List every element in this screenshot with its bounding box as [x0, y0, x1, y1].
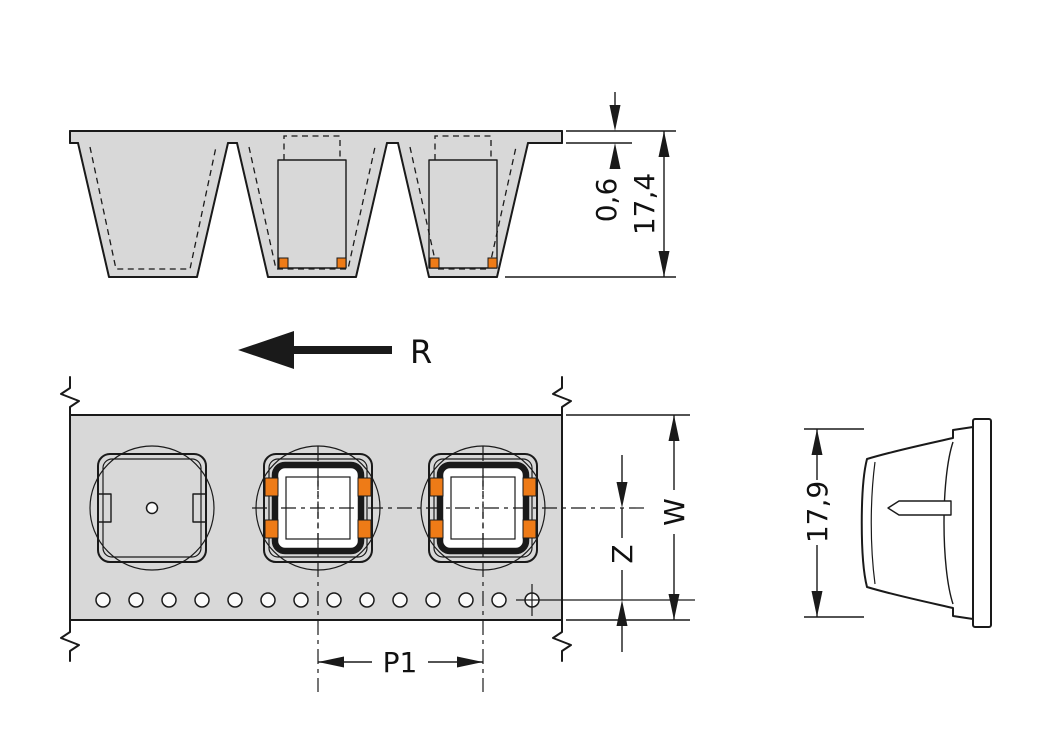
pocket-pitch-label: P1 — [383, 646, 418, 679]
sprocket-holes — [95, 584, 695, 616]
tape-strip — [70, 131, 562, 143]
sprocket-hole — [227, 592, 243, 608]
pocket-1-cavity — [78, 143, 228, 277]
pocket-3-outline — [397, 142, 529, 278]
pocket-3-cavity — [398, 143, 528, 277]
contact-clip — [522, 477, 537, 497]
section-contacts — [278, 257, 498, 269]
arrowhead-up-icon — [811, 429, 823, 455]
sprocket-hole — [95, 592, 111, 608]
component-side-view — [860, 418, 992, 628]
pocket-2-outline — [236, 142, 388, 278]
sprocket-hole — [491, 592, 507, 608]
center-lines — [252, 446, 648, 692]
connector-body — [860, 426, 974, 620]
reference-hole-crosshair — [516, 584, 695, 616]
arrowhead-down-icon — [811, 591, 823, 617]
sprocket-hole — [392, 592, 408, 608]
sprocket-hole — [425, 592, 441, 608]
section-components — [277, 159, 498, 269]
pocket-floor-inner — [102, 458, 202, 558]
lever-slot — [887, 500, 952, 516]
contact-clip — [429, 477, 444, 497]
bell-mouth-line — [943, 441, 954, 605]
contact-clip — [357, 477, 372, 497]
arrowhead-up-icon — [668, 415, 680, 441]
pocket-2-inner-wall — [248, 146, 376, 270]
arrowhead-left-icon — [318, 656, 344, 668]
contact-clips — [264, 477, 372, 539]
contact-mark — [487, 257, 498, 269]
component-height-label: 17,9 — [801, 481, 834, 543]
tape-width-label: W — [658, 498, 691, 526]
left-arrow-icon — [238, 331, 294, 369]
break-line-left — [60, 376, 80, 662]
sprocket-hole — [161, 592, 177, 608]
dim-sprocket-offset: Z — [606, 455, 639, 652]
arrowhead-up-icon — [658, 131, 670, 157]
sprocket-hole — [326, 592, 342, 608]
contact-clip — [357, 519, 372, 539]
side-notch — [192, 493, 207, 523]
unreel-direction-label: R — [410, 333, 432, 371]
contact-clips — [429, 477, 537, 539]
component-1-body — [277, 159, 347, 269]
contact-clip — [264, 477, 279, 497]
contact-mark — [278, 257, 289, 269]
pocket-2-cavity — [237, 143, 387, 277]
pocket-3-inner-wall — [409, 146, 517, 270]
break-line-right — [552, 376, 572, 662]
sprocket-hole — [194, 592, 210, 608]
empty-pocket-top-view — [97, 453, 207, 563]
arrowhead-down-icon — [609, 105, 621, 131]
pocket-1-outline — [77, 142, 229, 278]
pocket-depth-label: 17,4 — [628, 173, 661, 235]
pocket-1-dome — [89, 445, 215, 571]
contact-mark — [336, 257, 347, 269]
dim-tape-thickness: 0,6 — [566, 92, 676, 222]
section-view — [69, 130, 563, 278]
contact-clip — [264, 519, 279, 539]
arrowhead-down-icon — [668, 594, 680, 620]
side-notch — [97, 493, 112, 523]
arrowhead-up-icon — [609, 143, 621, 169]
dim-tape-width: W — [566, 414, 691, 621]
contact-clip — [429, 519, 444, 539]
component-1-hidden-rim — [283, 135, 341, 160]
sprocket-hole — [359, 592, 375, 608]
pocket-1-inner-wall — [89, 146, 217, 270]
front-rim-line — [870, 461, 876, 585]
center-hole — [145, 501, 159, 515]
plan-view — [60, 376, 695, 692]
contact-mark — [429, 257, 440, 269]
sprocket-hole — [293, 592, 309, 608]
sprocket-hole — [128, 592, 144, 608]
arrow-shaft — [292, 346, 392, 354]
arrowhead-down-icon — [616, 482, 628, 508]
component-2-body — [428, 159, 498, 269]
contact-clip — [522, 519, 537, 539]
tape-end-caps — [69, 130, 563, 144]
arrowhead-down-icon — [658, 251, 670, 277]
arrowhead-right-icon — [457, 656, 483, 668]
dim-pocket-pitch: P1 — [318, 646, 483, 679]
tape-thickness-label: 0,6 — [590, 178, 623, 223]
dim-pocket-depth: 17,4 — [505, 131, 676, 278]
arrowhead-up-icon — [616, 600, 628, 626]
sprocket-hole — [458, 592, 474, 608]
unreel-direction-arrow: R — [238, 331, 432, 371]
dim-component-height: 17,9 — [801, 428, 864, 618]
sprocket-hole — [260, 592, 276, 608]
sprocket-offset-label: Z — [606, 544, 639, 563]
component-2-hidden-rim — [434, 135, 492, 160]
